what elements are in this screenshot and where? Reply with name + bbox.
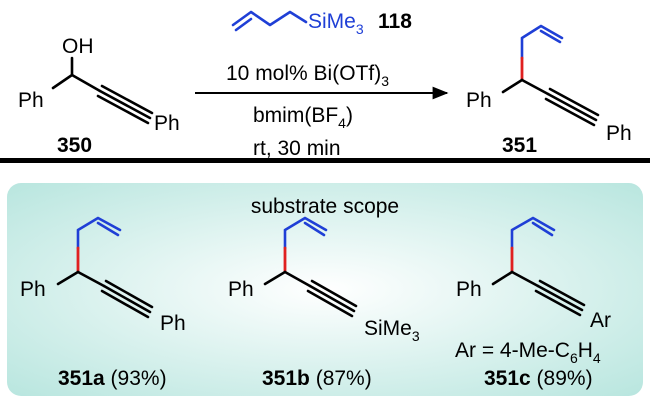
allyl-bonds xyxy=(76,216,122,250)
ph-left-label: Ph xyxy=(20,278,46,301)
allyl-double-bond xyxy=(234,17,253,32)
condition-catalyst: 10 mol% Bi(OTf)3 xyxy=(226,62,389,89)
condition-solvent: bmim(BF4) xyxy=(253,104,353,131)
propargyl-bond xyxy=(520,78,550,96)
propargyl-bond xyxy=(76,270,106,288)
ph-right-label: Ph xyxy=(154,112,180,135)
compound-label: 351b (87%) xyxy=(262,367,372,390)
oh-label: OH xyxy=(62,35,94,58)
ar-label: Ar xyxy=(590,309,611,332)
carbinol-bonds xyxy=(51,56,74,90)
alkyne-bond xyxy=(96,84,154,125)
allyl-bonds xyxy=(520,24,564,60)
scope-351c: Ph Ar Ar = 4-Me-C6H4 351c (89%) xyxy=(455,216,611,390)
allyl-bonds xyxy=(510,216,556,250)
propargyl-bond xyxy=(283,270,312,288)
allyl-chain-bond xyxy=(231,10,308,27)
simes-label: SiMe3 xyxy=(364,317,420,344)
reagent-number: 118 xyxy=(378,10,412,33)
product-351: Ph Ph 351 xyxy=(466,24,632,157)
ph-bond xyxy=(501,78,524,94)
ph-right-label: Ph xyxy=(606,122,632,145)
compound-label: 351a (93%) xyxy=(58,367,167,390)
compound-number: 350 xyxy=(57,134,92,157)
ar-definition: Ar = 4-Me-C6H4 xyxy=(455,339,601,366)
divider xyxy=(0,158,650,163)
scope-351b: Ph SiMe3 351b (87%) xyxy=(228,216,420,390)
ph-left-label: Ph xyxy=(228,278,254,301)
ph-left-label: Ph xyxy=(466,89,492,112)
condition-time: rt, 30 min xyxy=(253,137,341,160)
allyl-bonds xyxy=(283,216,328,250)
alkyne-bond xyxy=(306,279,358,318)
reagent-name: SiMe3 xyxy=(308,10,364,37)
scope-title: substrate scope xyxy=(251,195,399,218)
scope-351a: Ph Ph 351a (93%) xyxy=(20,216,186,390)
ph-bond xyxy=(263,270,287,286)
compound-number: 351 xyxy=(502,134,537,157)
ph-left-label: Ph xyxy=(456,278,482,301)
alkyne-bond xyxy=(100,279,154,319)
reagent-118: SiMe3 118 xyxy=(231,10,412,37)
ph-bond xyxy=(56,270,80,286)
alkyne-bond xyxy=(544,87,600,127)
compound-label: 351c (89%) xyxy=(484,367,593,390)
propargyl-bond xyxy=(510,270,540,288)
ph-bond xyxy=(491,270,514,286)
ph-left-label: Ph xyxy=(18,89,44,112)
propargyl-bond xyxy=(70,73,102,93)
alkyne-bond xyxy=(534,279,586,317)
ph-right-label: Ph xyxy=(160,312,186,335)
starting-material-350: OH Ph Ph 350 xyxy=(18,35,180,157)
